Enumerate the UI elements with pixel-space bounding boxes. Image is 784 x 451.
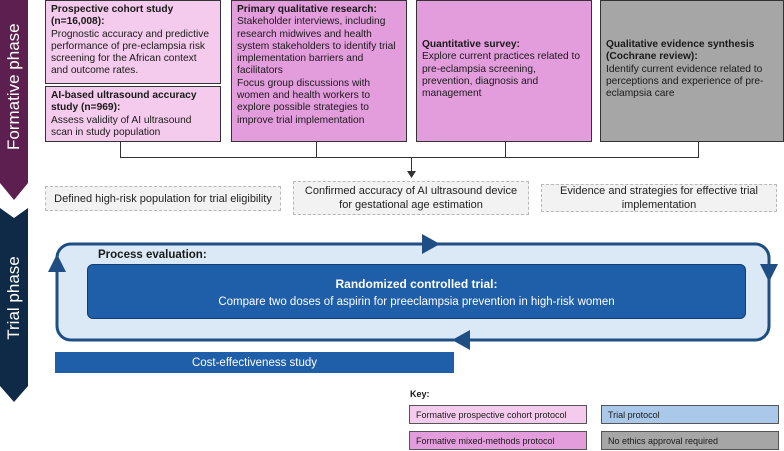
ai-ultrasound-title: AI-based ultrasound accuracy study (n=96… [51, 90, 197, 114]
connector-qualitative [316, 142, 317, 157]
connector-cohort [120, 142, 121, 157]
outcome-high-risk: Defined high-risk population for trial e… [45, 186, 281, 211]
ai-ultrasound-box: AI-based ultrasound accuracy study (n=96… [45, 86, 221, 142]
qualitative-research-box: Primary qualitative research: Stakeholde… [231, 0, 407, 142]
qualitative-research-body: Stakeholder interviews, including resear… [237, 16, 396, 77]
connector-synthesis [698, 142, 699, 157]
qualitative-research-title: Primary qualitative research: [237, 4, 377, 15]
rct-body: Compare two doses of aspirin for preecla… [218, 296, 615, 308]
cohort-study-body: Prognostic accuracy and predictive perfo… [51, 28, 209, 77]
outcome-ai-accuracy: Confirmed accuracy of AI ultrasound devi… [293, 181, 529, 215]
evidence-synthesis-box: Qualitative evidence synthesis (Cochrane… [600, 0, 784, 142]
quantitative-survey-title: Quantitative survey: [422, 39, 520, 50]
evidence-synthesis-title: Qualitative evidence synthesis (Cochrane… [606, 39, 755, 63]
process-evaluation-label: Process evaluation: [98, 249, 207, 261]
key-cohort-protocol: Formative prospective cohort protocol [409, 405, 587, 424]
key-mixed-methods-protocol: Formative mixed-methods protocol [409, 431, 587, 450]
quantitative-survey-box: Quantitative survey: Explore current pra… [416, 0, 592, 142]
rct-box: Randomized controlled trial: Compare two… [87, 264, 746, 319]
ai-ultrasound-body: Assess validity of AI ultrasound scan in… [51, 114, 192, 138]
connector-horizontal [120, 157, 699, 158]
quantitative-survey-body: Explore current practices related to pre… [422, 51, 580, 100]
connector-down [411, 157, 412, 173]
key-title: Key: [410, 389, 430, 399]
trial-phase-arrow [0, 208, 28, 402]
cohort-study-title: Prospective cohort study (n=16,008): [51, 4, 174, 28]
key-no-ethics: No ethics approval required [601, 431, 779, 450]
cohort-study-box: Prospective cohort study (n=16,008): Pro… [45, 0, 221, 84]
cost-effectiveness-bar: Cost-effectiveness study [55, 352, 454, 373]
qualitative-research-body-2: Focus group discussions with women and h… [237, 77, 371, 126]
key-trial-protocol: Trial protocol [601, 405, 779, 424]
evidence-synthesis-body: Identify current evidence related to per… [606, 63, 764, 100]
formative-phase-arrow [0, 0, 28, 200]
rct-title: Randomized controlled trial: [335, 277, 498, 291]
outcome-evidence: Evidence and strategies for effective tr… [541, 184, 777, 212]
connector-arrowhead [407, 171, 416, 178]
connector-survey [505, 142, 506, 157]
